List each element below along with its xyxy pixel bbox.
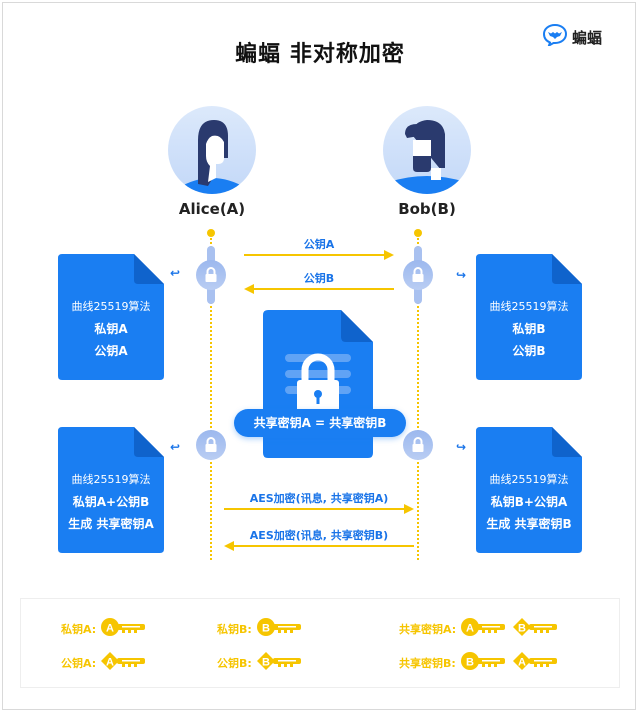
alice-avatar <box>168 106 256 194</box>
alice-shared-key-doc: 曲线25519算法 私钥A+公钥B 生成 共享密钥A <box>58 427 164 553</box>
svg-text:A: A <box>518 657 526 669</box>
alice-keygen-doc: 曲线25519算法 私钥A 公钥A <box>58 254 164 380</box>
curved-arrow-left-icon: ↩ <box>170 266 181 280</box>
curved-arrow-left-icon: ↩ <box>170 440 181 454</box>
alice-lock-node-bottom <box>196 430 226 460</box>
legend-shared-key-b: 共享密钥B: B A <box>399 651 558 675</box>
lock-icon <box>205 267 217 282</box>
lock-icon <box>412 437 424 452</box>
svg-text:B: B <box>262 657 270 669</box>
svg-text:A: A <box>106 623 114 635</box>
page-title: 蝙蝠 非对称加密 <box>235 42 405 67</box>
lock-icon <box>205 437 217 452</box>
private-key-a-icon: A <box>460 617 506 641</box>
bat-chat-bubble-icon <box>542 23 568 50</box>
lock-icon <box>412 267 424 282</box>
legend-private-key-a: 私钥A: A <box>61 617 146 641</box>
svg-text:B: B <box>518 623 526 635</box>
svg-text:A: A <box>466 623 474 635</box>
brand-logo: 蝙蝠 <box>542 23 603 50</box>
bob-lock-node-top <box>403 260 433 290</box>
public-key-a-icon: A <box>100 651 146 675</box>
legend-private-key-b: 私钥B: B <box>217 617 302 641</box>
bob-shared-key-doc: 曲线25519算法 私钥B+公钥A 生成 共享密钥B <box>476 427 582 553</box>
alice-lock-node-top <box>196 260 226 290</box>
alice-timeline <box>210 238 212 560</box>
alice-name: Alice(A) <box>178 200 246 218</box>
brand-name: 蝙蝠 <box>572 28 603 47</box>
bob-lock-node-bottom <box>403 430 433 460</box>
arrow-aes-message-a: AES加密(讯息, 共享密钥A) <box>224 490 414 516</box>
legend-public-key-a: 公钥A: A <box>61 651 146 675</box>
arrow-label: AES加密(讯息, 共享密钥B) <box>249 529 389 542</box>
arrow-public-key-b: 公钥B <box>244 270 394 296</box>
curved-arrow-right-icon: ↪ <box>456 268 467 282</box>
shared-key-equation: 共享密钥A = 共享密钥B <box>234 409 406 437</box>
bob-timeline <box>417 238 419 560</box>
public-key-b-icon: B <box>512 617 558 641</box>
bob-avatar <box>383 106 471 194</box>
arrow-aes-message-b: AES加密(讯息, 共享密钥B) <box>224 527 414 553</box>
bob-timeline-start <box>414 229 422 237</box>
arrow-public-key-a: 公钥A <box>244 236 394 262</box>
key-legend: 私钥A: A 私钥B: B 共享密钥A: A B 公钥A: A 公钥B: <box>20 598 620 688</box>
svg-text:B: B <box>262 623 270 635</box>
svg-text:A: A <box>106 657 114 669</box>
public-key-b-icon: B <box>256 651 302 675</box>
arrow-label: AES加密(讯息, 共享密钥A) <box>249 492 389 505</box>
private-key-a-icon: A <box>100 617 146 641</box>
private-key-b-icon: B <box>460 651 506 675</box>
curved-arrow-right-icon: ↪ <box>456 440 467 454</box>
legend-public-key-b: 公钥B: B <box>217 651 302 675</box>
bob-name: Bob(B) <box>398 200 456 218</box>
arrow-label: 公钥B <box>303 272 335 285</box>
private-key-b-icon: B <box>256 617 302 641</box>
bob-keygen-doc: 曲线25519算法 私钥B 公钥B <box>476 254 582 380</box>
public-key-a-icon: A <box>512 651 558 675</box>
arrow-label: 公钥A <box>303 238 335 251</box>
legend-shared-key-a: 共享密钥A: A B <box>399 617 558 641</box>
alice-timeline-start <box>207 229 215 237</box>
svg-text:B: B <box>466 657 474 669</box>
